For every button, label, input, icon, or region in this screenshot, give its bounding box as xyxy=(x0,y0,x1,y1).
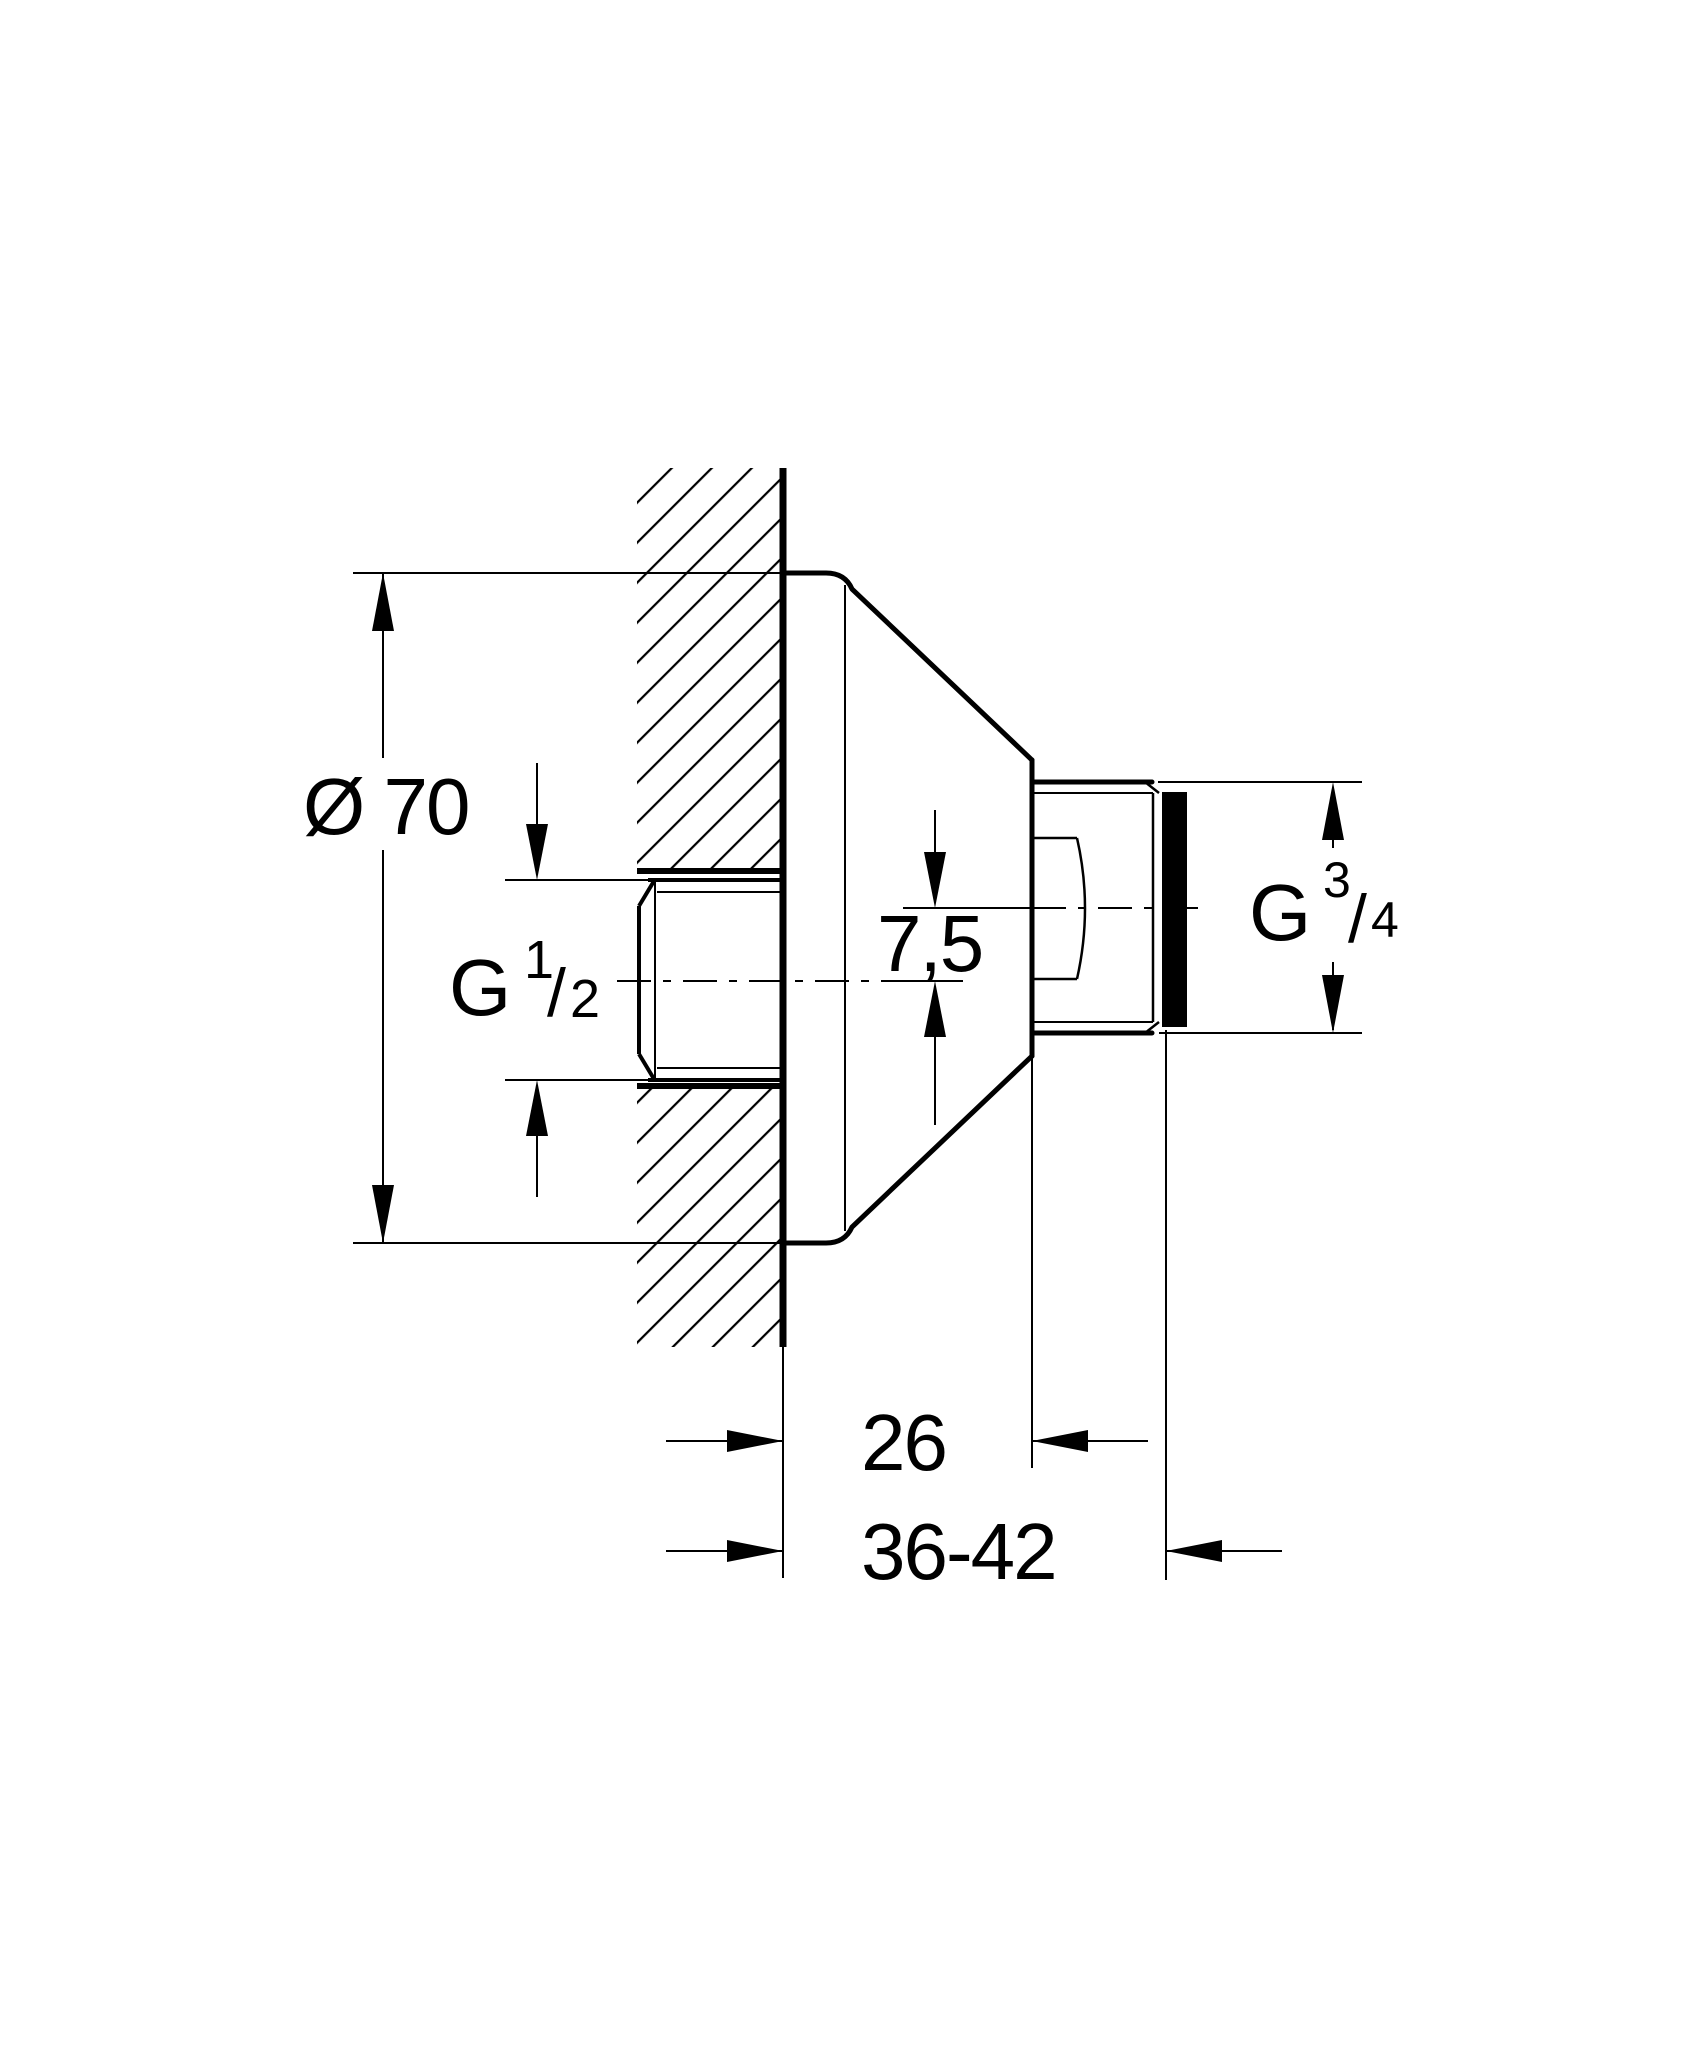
dim70-arrow-up xyxy=(372,573,394,631)
dim34-arrow-down xyxy=(1322,975,1344,1033)
label-inlet-thread-numerator: 1 xyxy=(524,930,554,990)
cone-outline-bottom xyxy=(780,1053,1035,1246)
outlet-chamfer-top xyxy=(1144,781,1160,794)
label-installation-depth: 36-42 xyxy=(861,1507,1056,1596)
label-inlet-thread-denominator: 2 xyxy=(570,969,600,1029)
wall-hole-cutout xyxy=(637,868,783,1089)
label-offset: 7,5 xyxy=(877,899,982,988)
inlet-dim-arrow-down xyxy=(526,824,548,880)
label-outlet-thread-main: G xyxy=(1249,868,1309,957)
label-outlet-thread-numerator: 3 xyxy=(1323,852,1351,908)
label-outlet-thread-slash: / xyxy=(1348,881,1367,957)
outlet-chamfer-bottom xyxy=(1144,1021,1160,1034)
dim3642-arrow-left xyxy=(1166,1540,1222,1562)
inlet-pipe-chamfer-bottom xyxy=(637,1052,656,1081)
label-flange-diameter: Ø 70 xyxy=(303,762,468,851)
dim26-arrow-right xyxy=(727,1430,783,1452)
label-cone-length: 26 xyxy=(861,1398,946,1487)
dim75-arrow-up xyxy=(924,981,946,1037)
label-inlet-thread-main: G xyxy=(449,943,509,1032)
dim34-arrow-up xyxy=(1322,782,1344,840)
dim3642-arrow-right xyxy=(727,1540,783,1562)
inlet-pipe-chamfer-top xyxy=(637,879,656,908)
label-inlet-thread-slash: / xyxy=(547,955,566,1031)
dim26-arrow-left xyxy=(1032,1430,1088,1452)
dim75-arrow-down xyxy=(924,852,946,908)
seal-ring xyxy=(1162,792,1187,1027)
inlet-dim-arrow-up xyxy=(526,1080,548,1136)
dim70-arrow-down xyxy=(372,1185,394,1243)
label-outlet-thread-denominator: 4 xyxy=(1371,892,1399,948)
cone-outline-top xyxy=(780,570,1035,763)
